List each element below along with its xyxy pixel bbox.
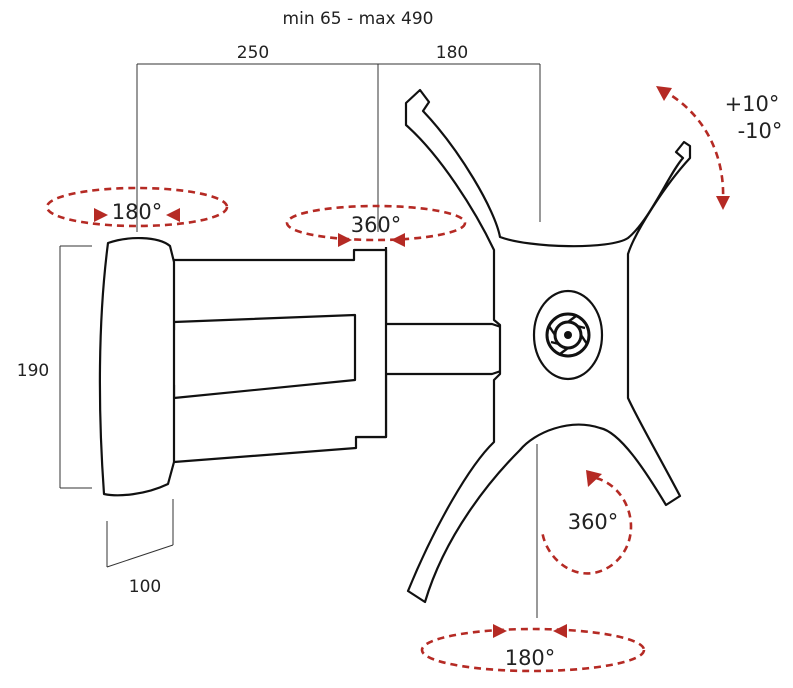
rotation-hub-spokes: [548, 315, 588, 355]
arm-swivel-arrowhead-right: [391, 233, 405, 247]
second-arm-length-label: 180: [436, 43, 468, 63]
tilt-arrowhead-bottom: [716, 196, 730, 210]
rotation-arc: [540, 476, 633, 575]
arm-swivel-arrowhead-left: [338, 233, 352, 247]
extension-range-label: min 65 - max 490: [283, 9, 434, 29]
dimension-lines: [59, 63, 541, 618]
head-swivel-arc: [420, 627, 646, 673]
tilt-arc: [661, 88, 725, 201]
rotation-hub-center: [564, 331, 572, 339]
head-swivel-arrowhead-right: [553, 624, 567, 638]
arm-swivel-arc: [285, 204, 467, 242]
first-arm-length-label: 250: [237, 43, 269, 63]
plate-height-label: 190: [17, 361, 49, 381]
tilt-down-label: -10°: [738, 119, 783, 143]
rotation-arrowhead: [586, 470, 602, 487]
arm-swivel-label: 360°: [351, 213, 402, 237]
rotation-label: 360°: [568, 510, 619, 534]
head-swivel-arrowhead-left: [493, 624, 507, 638]
wall-swivel-label: 180°: [112, 200, 163, 224]
plate-depth-label: 100: [129, 577, 161, 597]
mount-body: [98, 88, 692, 604]
wall-swivel-arrowhead-left: [94, 208, 108, 222]
wall-swivel-arc: [45, 186, 229, 228]
depth-dimension-line: [106, 544, 174, 568]
tilt-arrowhead-top: [656, 86, 672, 101]
head-swivel-label: 180°: [505, 646, 556, 670]
tilt-up-label: +10°: [725, 92, 780, 116]
motion-arrows: [45, 86, 730, 673]
wall-plate: [98, 236, 176, 497]
wall-swivel-arrowhead-right: [166, 208, 180, 222]
